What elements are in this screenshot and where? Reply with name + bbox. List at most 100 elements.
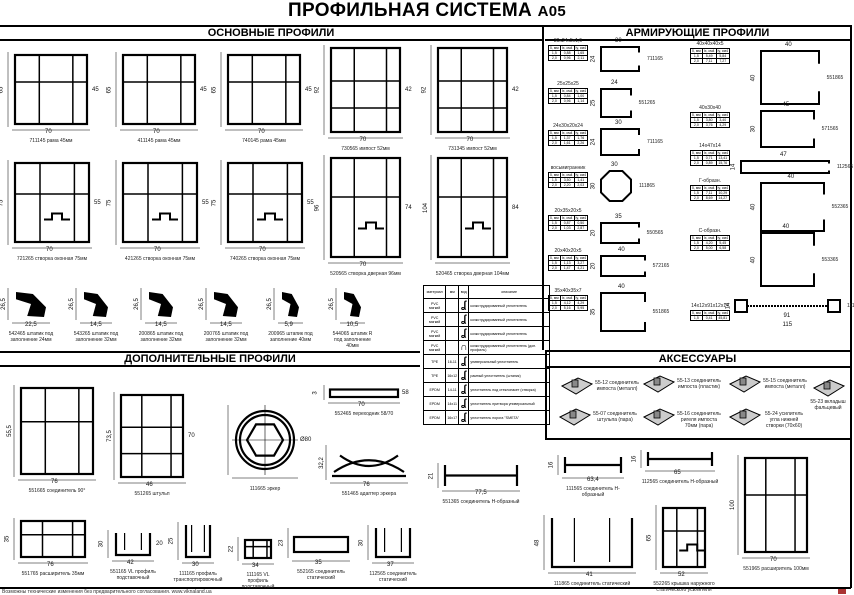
profile-drawing [227,405,298,479]
profile-label: 112565 соединитель H-образный [641,479,719,485]
dimension-width: 115 [782,322,793,328]
profile-drawing [237,537,274,565]
seal-size: 16-11 [445,354,460,369]
reinforcing-name: 14x12x91x12x14 [691,303,729,309]
accessory-icon [812,379,846,397]
dimension-height: 104 [423,202,430,213]
seal-material: PVC мягкий [422,340,447,355]
dimension-width: 30 [615,120,622,126]
profile-drawing [737,455,810,559]
dimension-width: 10,5 [346,322,359,328]
dimension-width: 30 [611,162,618,168]
seal-material: PVC мягкий [422,298,447,313]
reinforcing-drawing [760,182,825,232]
table-cell: 2,11 [573,55,588,61]
dimension-width: 70 [258,129,265,135]
dimension-secondary: 84 [512,204,519,211]
reinforcing-drawing [760,232,815,287]
profile-label: 731345 импост 52мм [448,146,497,152]
reinforcing-drawing [740,160,830,174]
reinforcing-code: 551865 [652,309,670,315]
dimension-height: 92 [421,86,428,94]
divider [545,438,851,440]
profile-label: 551465 адаптер эркера [341,491,397,497]
profile-label: 111565 соединитель H-образный [566,486,620,498]
profile-drawing [220,52,303,131]
table-cell: 0,89 [701,160,717,166]
reinforcing-drawing [600,255,646,277]
accessory-icon [642,375,676,393]
dimension-height: 75 [0,199,5,206]
dimension-height: 16 [548,461,555,469]
reinforcing-drawing [734,299,841,313]
profile-label: 200965 штапик под заполнение 40мм [268,331,313,343]
profile-drawing [640,450,715,472]
table-header-cell: Ix, см4 [701,310,717,316]
reinforcing-name: 30x24x5x1,5 [553,38,583,44]
dimension-width: 41 [586,572,593,578]
dimension-height: 25 [168,537,175,545]
profile-label: 112565 соединитель статический [369,571,417,583]
profile-drawing [557,455,624,479]
dimension-secondary: 20 [156,541,163,547]
reinforcing-code: 711165 [647,56,663,62]
dimension-width: 76 [47,562,54,568]
accessory-icon [728,408,762,426]
dimension-secondary: 42 [405,87,412,93]
dimension-height: 40 [750,203,757,211]
table-cell: 45,81 [715,315,730,321]
seal-description: уплотнитель порога "SMETA" [468,410,550,425]
profile-drawing [430,155,510,264]
dimension-width: 24 [611,80,618,86]
seal-material: EPDM [422,410,447,425]
reinforcing-name: С-образн. [698,228,722,234]
profile-label: 411145 рама 45мм [137,138,181,144]
table-cell: 2,0 [548,225,561,231]
profile-label: 721265 створка оконная 75мм [16,256,88,262]
accessory-label: 55-16 соединитель ригеля импоста 70мм (п… [677,411,721,429]
dimension-height: 32,2 [318,456,325,469]
seal-size [445,312,460,327]
table-cell: 7,27 [715,58,730,64]
seal-description: коэкструдированный уплотнитель [468,312,550,327]
dimension-inner: 91 [783,313,791,319]
dimension-secondary: 70 [188,433,195,439]
dimension-width: 40 [618,284,625,290]
table-cell: 2,0 [690,245,703,251]
section-reinforcing-profiles: АРМИРУЮЩИЕ ПРОФИЛИ [625,27,770,39]
footer-note: Возможны технические изменения без предв… [2,589,212,595]
dimension-width: 14,5 [90,322,102,328]
table-cell: 2,0 [548,265,561,271]
table-cell: 2,0 [690,58,703,64]
seal-size [445,340,460,355]
table-cell: 2,03 [573,182,588,188]
table-cell: 5,16 [559,305,575,311]
reinforcing-name: 35x40x35x7 [554,288,582,294]
seal-description: уплотнитель притвора универсальный [468,396,550,411]
reinforcing-name: Г-образн. [699,178,721,184]
dimension-height: 26,5 [133,298,140,310]
table-cell: 1,5 [690,315,703,321]
accessory-label: 55-07 соединитель штульпа (пара) [593,411,637,423]
dimension-width: 70 [358,402,365,408]
dimension-width: 40 [785,42,792,48]
dimension-height: 26,5 [0,298,7,310]
reinforcing-name: 24x30x20x24 [553,123,583,129]
seal-description: уплотнитель под стеклопакет (створка) [468,382,550,397]
dimension-width: 14,5 [155,322,167,328]
table-cell: 1,47 [559,265,575,271]
dimension-height: 92 [314,86,321,94]
profile-label: 551765 расширитель 35мм [21,571,85,577]
dimension-width: 63,4 [587,477,599,483]
seal-size: 14-11 [445,382,460,397]
profile-drawing [273,288,303,324]
divider [542,25,544,350]
profile-label: 520465 створка дверная 104мм [435,271,510,277]
dimension-width: 40 [782,224,790,230]
profile-label: 552165 соединитель статический [297,569,345,581]
dimension-height: 48 [534,539,541,546]
table-header-cell: δ, мм [690,235,703,241]
